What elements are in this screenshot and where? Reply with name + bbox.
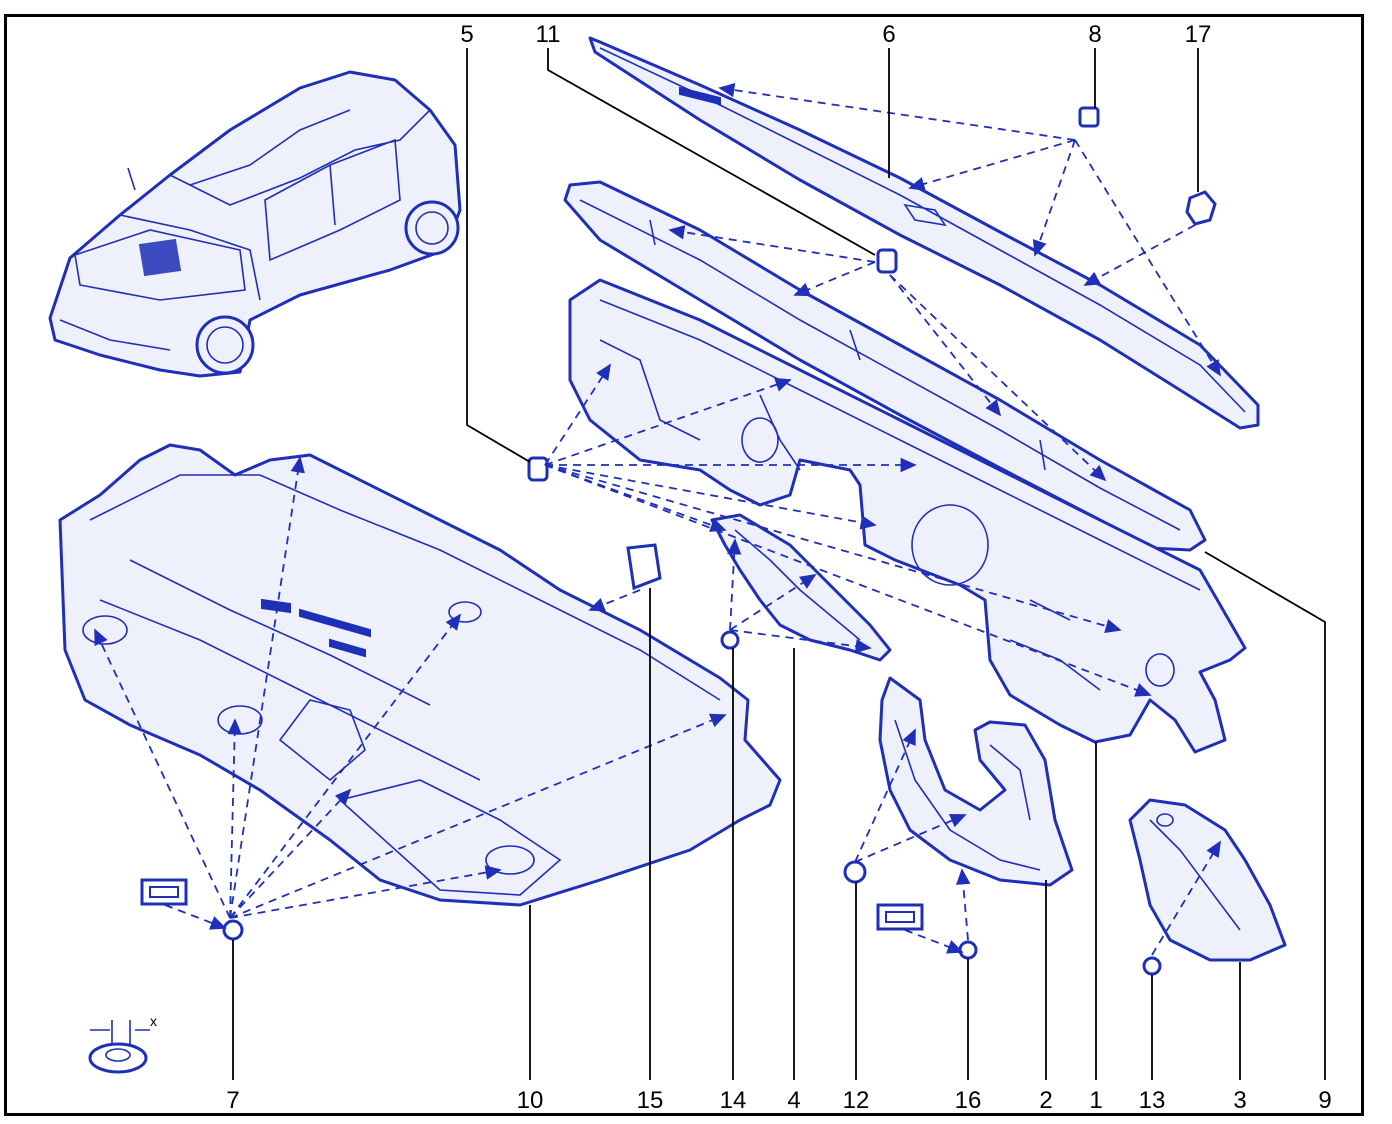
- fasteners: [222, 106, 1217, 976]
- part-6-top-seal-strip: [588, 36, 1260, 430]
- dimension-x-label: x: [150, 1013, 157, 1029]
- callout-10: 10: [517, 1087, 544, 1114]
- fastener-11-clip: [876, 248, 898, 274]
- callout-numbers: 5 11 6 8 17 7 10 15 14 4 12 16 2 1 13 3 …: [226, 21, 1331, 1114]
- dimension-x-sketch: x: [88, 1013, 157, 1074]
- callout-5: 5: [460, 21, 473, 48]
- torque-symbol-left: [140, 878, 188, 906]
- callout-9: 9: [1318, 1087, 1331, 1114]
- leader-lines: [232, 48, 1326, 1080]
- callout-4: 4: [787, 1087, 800, 1114]
- callout-16: 16: [955, 1087, 982, 1114]
- callout-17: 17: [1185, 21, 1212, 48]
- assembly-arrows: [94, 82, 1221, 956]
- fastener-5-clip: [527, 456, 549, 482]
- part-10-engine-undertray: [58, 443, 782, 907]
- callout-2: 2: [1039, 1087, 1052, 1114]
- fastener-8-clip: [1078, 106, 1100, 128]
- diagram-frame: [4, 14, 1364, 1116]
- fastener-13-clip: [1142, 956, 1162, 976]
- part-2-wheel-arch-insulator: [878, 676, 1074, 887]
- callout-3: 3: [1233, 1087, 1246, 1114]
- torque-symbol-right: [876, 903, 924, 931]
- callout-14: 14: [720, 1087, 747, 1114]
- callout-6: 6: [882, 21, 895, 48]
- fastener-15-bracket: [626, 543, 662, 591]
- callout-15: 15: [637, 1087, 664, 1114]
- callout-12: 12: [843, 1087, 870, 1114]
- part-3-shield: [1128, 798, 1287, 962]
- fastener-7-clip: [222, 919, 244, 941]
- fastener-16-clip: [958, 940, 978, 960]
- fastener-14-clip: [720, 630, 740, 650]
- callout-8: 8: [1088, 21, 1101, 48]
- torque-symbols: [140, 878, 924, 931]
- callout-7: 7: [226, 1087, 239, 1114]
- callout-1: 1: [1089, 1087, 1102, 1114]
- callout-13: 13: [1139, 1087, 1166, 1114]
- fastener-12-grommet: [843, 860, 867, 884]
- vehicle-locator-sketch: [48, 70, 462, 378]
- callout-11: 11: [536, 21, 561, 48]
- fastener-17-nut: [1185, 190, 1217, 226]
